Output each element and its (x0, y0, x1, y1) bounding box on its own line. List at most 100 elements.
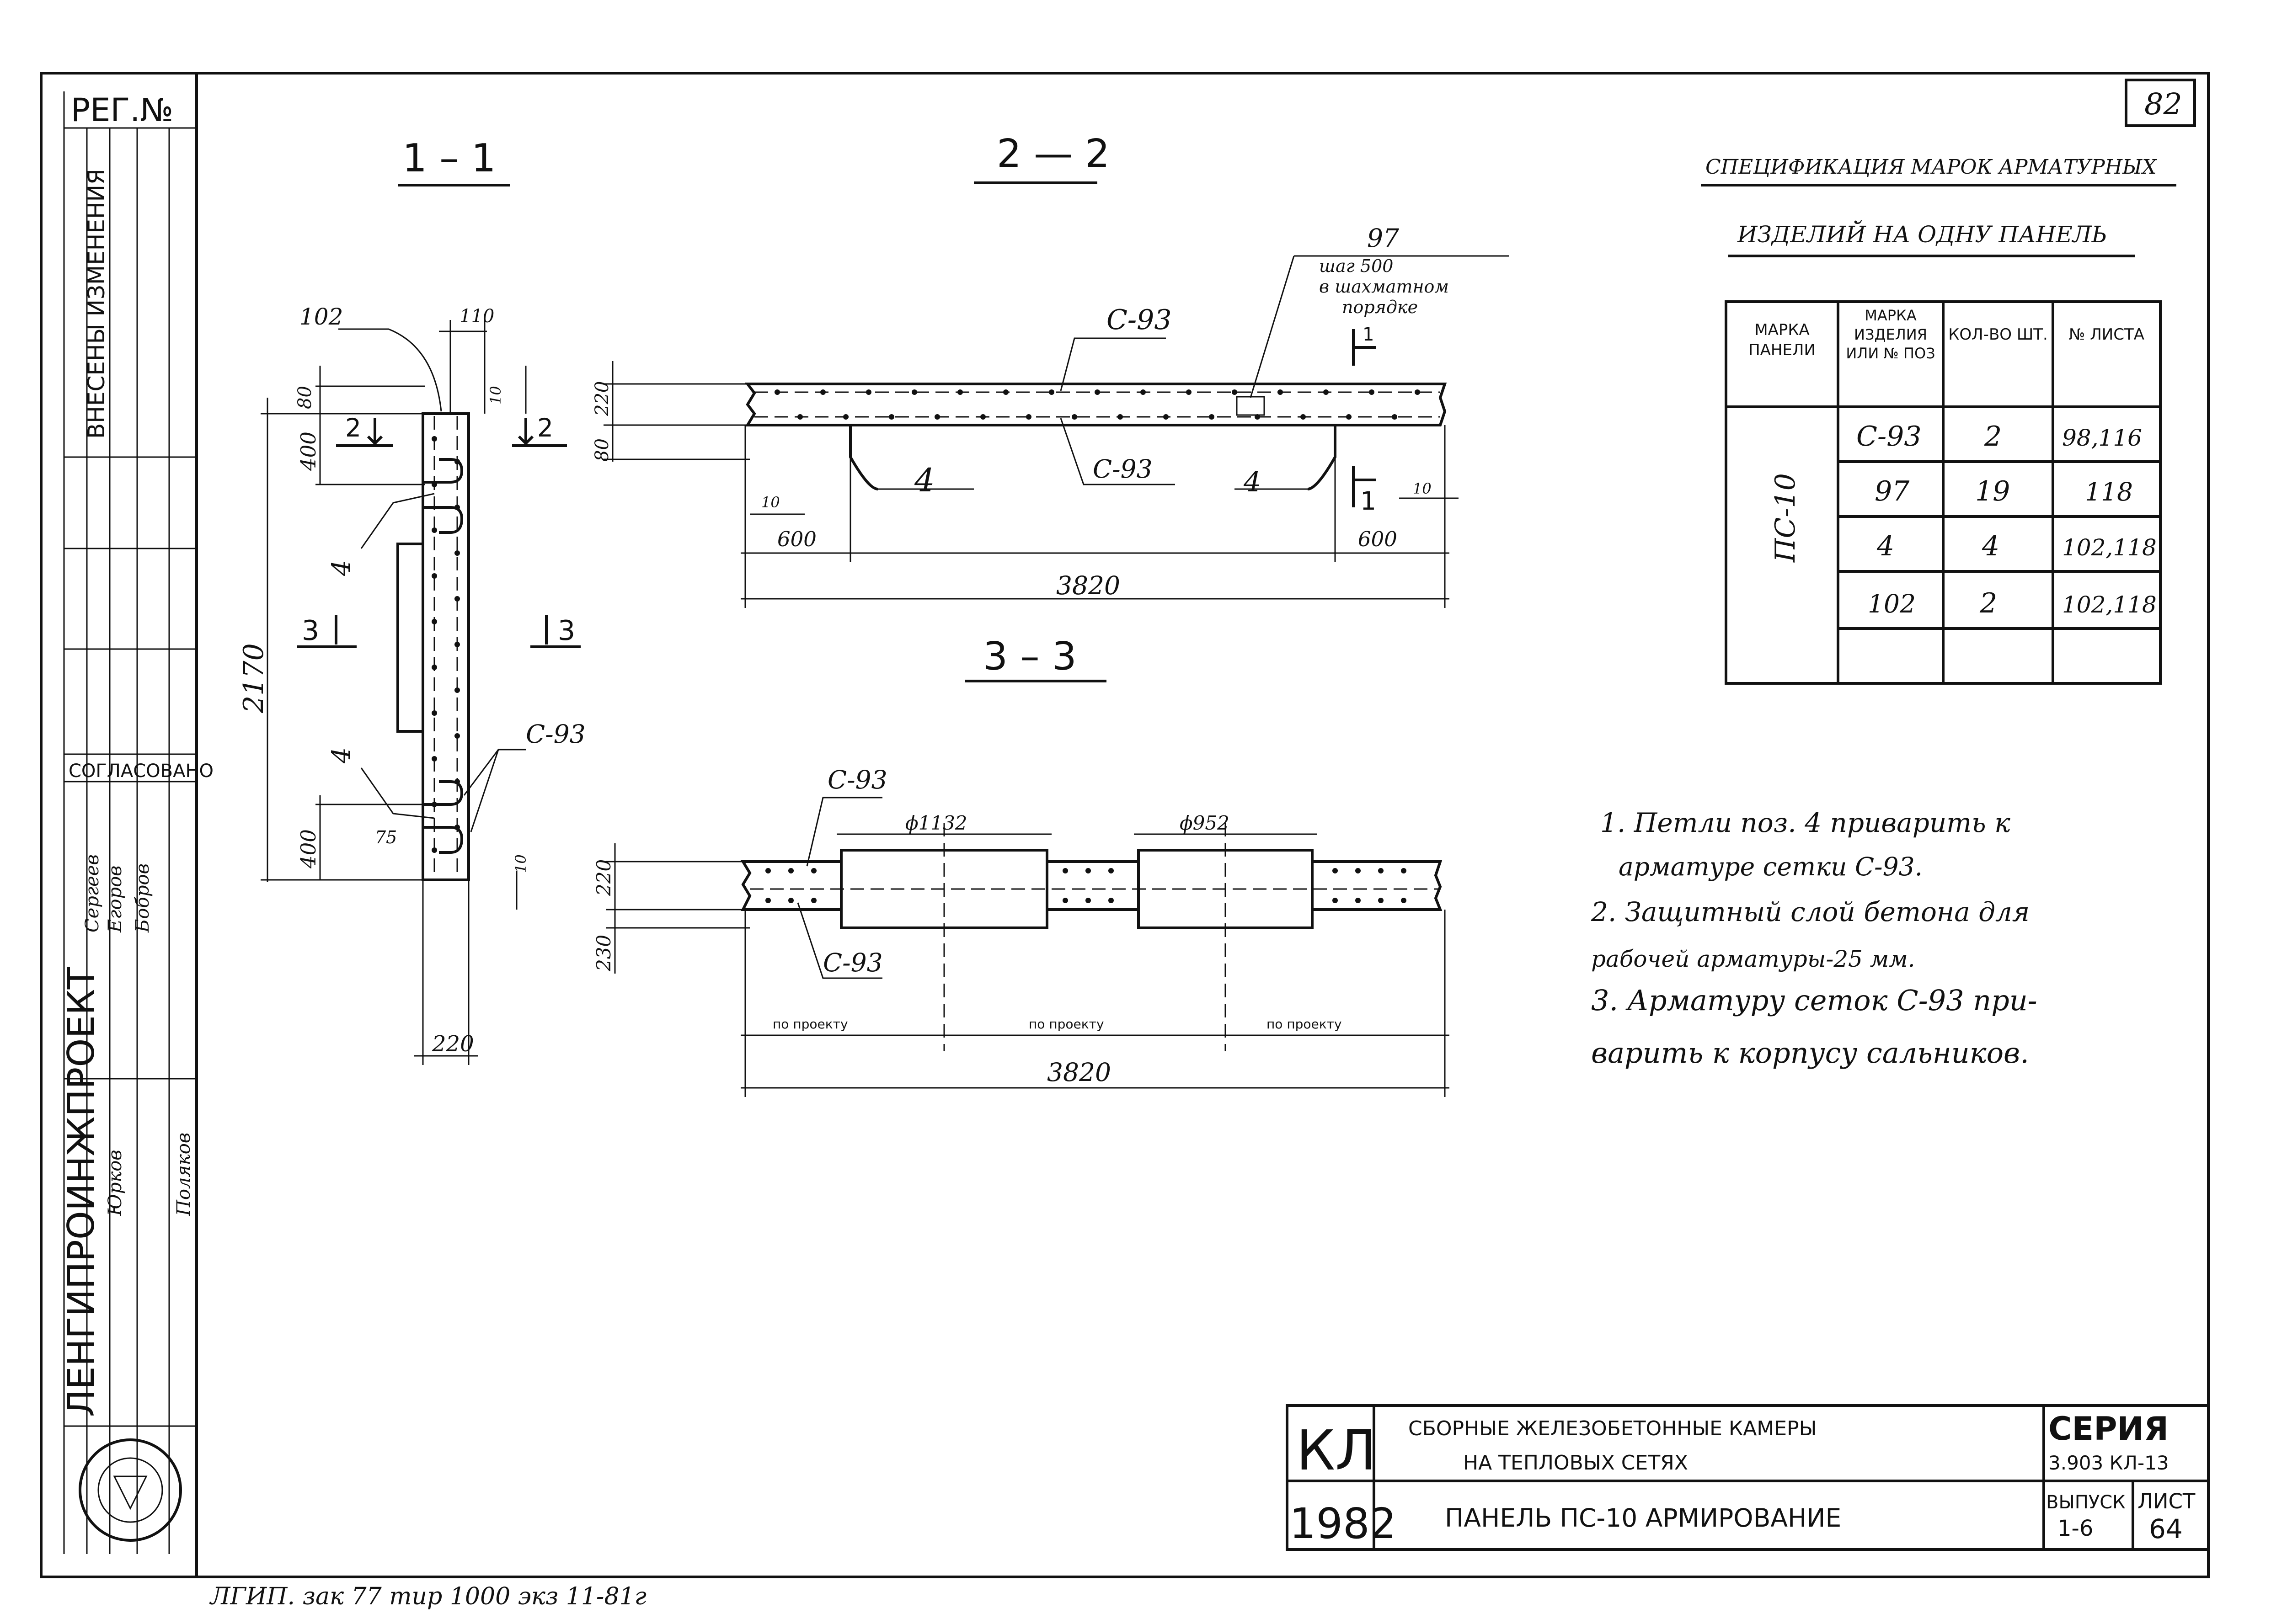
spec-header-qty: КОЛ-ВО ШТ. (1948, 325, 2048, 344)
spec-table: СПЕЦИФИКАЦИЯ МАРОК АРМАТУРНЫХ ИЗДЕЛИЙ НА… (1701, 155, 2176, 685)
s11-400b: 400 (296, 829, 321, 869)
agreed-label: СОГЛАСОВАНО (69, 761, 214, 782)
spec-row4-qty: 2 (1979, 587, 1997, 619)
s11-400a: 400 (296, 431, 321, 471)
s22-pos4b: 4 (1243, 466, 1261, 498)
spec-row1-qty: 2 (1984, 421, 2002, 453)
s33-po-proektu-3: по проекту (1266, 1017, 1342, 1032)
person-3: Бобров (132, 863, 153, 933)
s22-c93-top: С-93 (1106, 304, 1172, 336)
s22-600b: 600 (1358, 527, 1397, 551)
s22-cut1b: 1 (1360, 486, 1376, 516)
panel-1-1-body (422, 412, 470, 881)
spec-row1-sheet: 98,116 (2062, 425, 2142, 451)
s11-cut2-right: 2 (537, 413, 553, 442)
s22-pos4a: 4 (914, 462, 935, 499)
s11-80: 80 (294, 386, 315, 409)
spec-row2-sheet: 118 (2085, 477, 2133, 506)
s22-10b: 10 (1413, 480, 1432, 497)
footer-print-note: ЛГИП. зак 77 тир 1000 экз 11-81г (209, 1583, 647, 1610)
s22-97-note3: порядке (1342, 297, 1418, 317)
s33-po-proektu-1: по проекту (773, 1017, 848, 1032)
spec-row4-item: 102 (1868, 589, 1916, 618)
s11-total: 2170 (238, 643, 270, 713)
s33-d1132: ϕ1132 (905, 812, 967, 834)
tb-series-label: СЕРИЯ (2048, 1410, 2169, 1448)
section-1-1-title: 1 – 1 (402, 136, 496, 181)
note-line-4: рабочей арматуры-25 мм. (1591, 946, 1915, 972)
s33-d952: ϕ952 (1180, 812, 1229, 834)
notes: 1. Петли поз. 4 приварить к арматуре сет… (1591, 807, 2037, 1070)
s33-c93-top: С-93 (828, 765, 887, 794)
note-line-3: 2. Защитный слой бетона для (1591, 896, 2030, 927)
spec-header-panel: МАРКА ПАНЕЛИ (1748, 321, 1816, 360)
spec-panel: ПС-10 (1769, 473, 1801, 563)
reg-no-label: РЕГ.№ (71, 91, 173, 129)
spec-row3-item: 4 (1876, 530, 1894, 562)
spec-row1-item: С-93 (1856, 421, 1922, 453)
note-line-6: варить к корпусу сальников. (1591, 1036, 2029, 1070)
tb-year: 1982 (1289, 1499, 1396, 1548)
spec-row4-sheet: 102,118 (2062, 591, 2157, 618)
s22-97-note2: в шахматном (1319, 277, 1449, 297)
note-line-5: 3. Арматуру сеток С-93 при- (1591, 984, 2037, 1017)
s33-po-proektu-2: по проекту (1029, 1017, 1104, 1032)
tb-sheet-value: 64 (2149, 1513, 2183, 1544)
s22-80: 80 (592, 438, 613, 462)
section-3-3-title: 3 – 3 (983, 634, 1077, 679)
title-block: КЛ 1982 СБОРНЫЕ ЖЕЛЕЗОБЕТОННЫЕ КАМЕРЫ НА… (1286, 1404, 2210, 1551)
spec-row2-item: 97 (1875, 475, 1910, 507)
person-1: Сергеев (82, 854, 103, 932)
s11-75: 75 (375, 827, 397, 847)
changes-label: ВНЕСЕНЫ ИЗМЕНЕНИЯ (83, 169, 110, 439)
sheet-frame (40, 72, 2210, 1578)
person-2: Егоров (105, 866, 126, 933)
s11-pos4a: 4 (326, 560, 356, 576)
left-stamp: РЕГ.№ ВНЕСЕНЫ ИЗМЕНЕНИЯ СОГЛАСОВАНО ЛЕНГ… (60, 91, 214, 1554)
section-2-2-title: 2 — 2 (997, 131, 1110, 176)
s33-c93-bot: С-93 (823, 948, 883, 977)
institute-label: ЛЕНГИПРОИНЖПРОЕКТ (60, 966, 102, 1417)
tb-title-1: СБОРНЫЕ ЖЕЛЕЗОБЕТОННЫЕ КАМЕРЫ (1408, 1417, 1817, 1440)
person-4: Поляков (173, 1133, 194, 1216)
spec-header-item: МАРКА ИЗДЕЛИЯ ИЛИ № ПОЗ (1846, 307, 1935, 362)
s22-220: 220 (592, 381, 613, 416)
s11-110: 110 (460, 306, 494, 327)
s22-600a: 600 (777, 527, 817, 551)
s11-10a: 10 (487, 386, 504, 405)
note-line-1: 1. Петли поз. 4 приварить к (1600, 807, 2010, 838)
s11-pos4b: 4 (326, 747, 356, 764)
section-2-2: 2 — 2 4 4 220 80 600 600 3820 (592, 131, 1509, 608)
spec-row3-qty: 4 (1982, 530, 1999, 562)
tb-series-value: 3.903 КЛ-13 (2048, 1452, 2169, 1474)
tb-title-2: НА ТЕПЛОВЫХ СЕТЯХ (1463, 1451, 1688, 1475)
s11-c93: С-93 (526, 719, 586, 749)
corner-stamp-box (2125, 79, 2196, 127)
s11-102: 102 (299, 304, 343, 330)
tb-sheet-label: ЛИСТ (2137, 1489, 2196, 1513)
s22-10a: 10 (761, 494, 780, 511)
tb-subtitle: ПАНЕЛЬ ПС-10 АРМИРОВАНИЕ (1445, 1503, 1841, 1533)
s22-pos97: 97 (1367, 224, 1399, 253)
tb-code: КЛ (1296, 1419, 1376, 1483)
s33-230: 230 (593, 935, 615, 972)
s22-cut1a: 1 (1363, 324, 1374, 345)
s22-total: 3820 (1056, 571, 1120, 600)
s22-97-note1: шаг 500 (1319, 256, 1393, 276)
spec-title-1: СПЕЦИФИКАЦИЯ МАРОК АРМАТУРНЫХ (1705, 155, 2157, 179)
spec-title-2: ИЗДЕЛИЙ НА ОДНУ ПАНЕЛЬ (1737, 220, 2107, 248)
tb-issue-label: ВЫПУСК (2046, 1492, 2126, 1513)
s11-10b: 10 (512, 854, 529, 873)
s11-cut2-left: 2 (345, 413, 361, 442)
corner-stamp: 82 (2144, 87, 2182, 122)
s33-220: 220 (593, 859, 615, 896)
section-1-1: 1 – 1 2170 80 400 400 75 (238, 136, 586, 1065)
note-line-2: арматуре сетки С-93. (1619, 852, 1923, 881)
s11-cut3-right: 3 (558, 615, 575, 647)
spec-header-sheet: № ЛИСТА (2069, 325, 2144, 344)
s11-cut3-left: 3 (302, 615, 319, 647)
spec-row2-qty: 19 (1975, 475, 2010, 507)
s11-220: 220 (432, 1031, 474, 1057)
section-3-3: 3 – 3 ϕ1132 ϕ952 220 230 С-93 С-93 (593, 634, 1449, 1097)
